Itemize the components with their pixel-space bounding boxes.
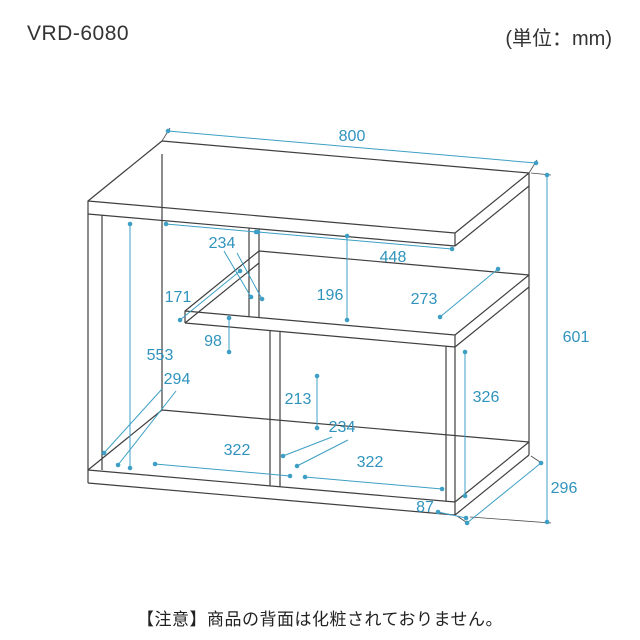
dim-lower-left-depth: 294 <box>164 371 191 388</box>
dim-lower-divider-height: 213 <box>285 391 312 408</box>
model-number: VRD-6080 <box>27 22 130 45</box>
dimension-lines <box>103 130 548 524</box>
dim-top-opening-width: 448 <box>380 249 407 266</box>
dim-shelf-edge-height: 98 <box>204 333 222 350</box>
dim-top-divider-offset: 234 <box>209 235 236 252</box>
cabinet-structure <box>87 127 552 525</box>
dim-right-inner-height: 326 <box>473 389 500 406</box>
dimension-endpoint-dots <box>101 128 550 526</box>
dim-shelf-right-depth: 273 <box>411 291 438 308</box>
dim-lower-left-width: 322 <box>224 442 251 459</box>
dim-lower-divider-offset: 234 <box>329 419 356 436</box>
dim-shelf-left-depth: 171 <box>165 289 192 306</box>
dimension-labels: 800 601 296 87 448 234 171 196 273 98 55… <box>147 128 590 516</box>
dim-left-inner-height: 553 <box>147 347 174 364</box>
dim-bottom-right-offset: 87 <box>416 499 434 516</box>
dim-total-width: 800 <box>339 128 366 145</box>
dim-lower-right-width: 322 <box>357 454 384 471</box>
caution-note: 【注意】商品の背面は化粧されておりません。 <box>137 610 503 629</box>
dim-total-depth: 296 <box>551 480 578 497</box>
dim-top-opening-height: 196 <box>317 287 344 304</box>
unit-label: (単位：mm) <box>505 28 612 50</box>
cabinet-structure-lines <box>87 140 530 516</box>
witness-ticks <box>161 127 552 525</box>
dimension-annotations <box>101 128 550 526</box>
dim-total-height: 601 <box>563 329 590 346</box>
